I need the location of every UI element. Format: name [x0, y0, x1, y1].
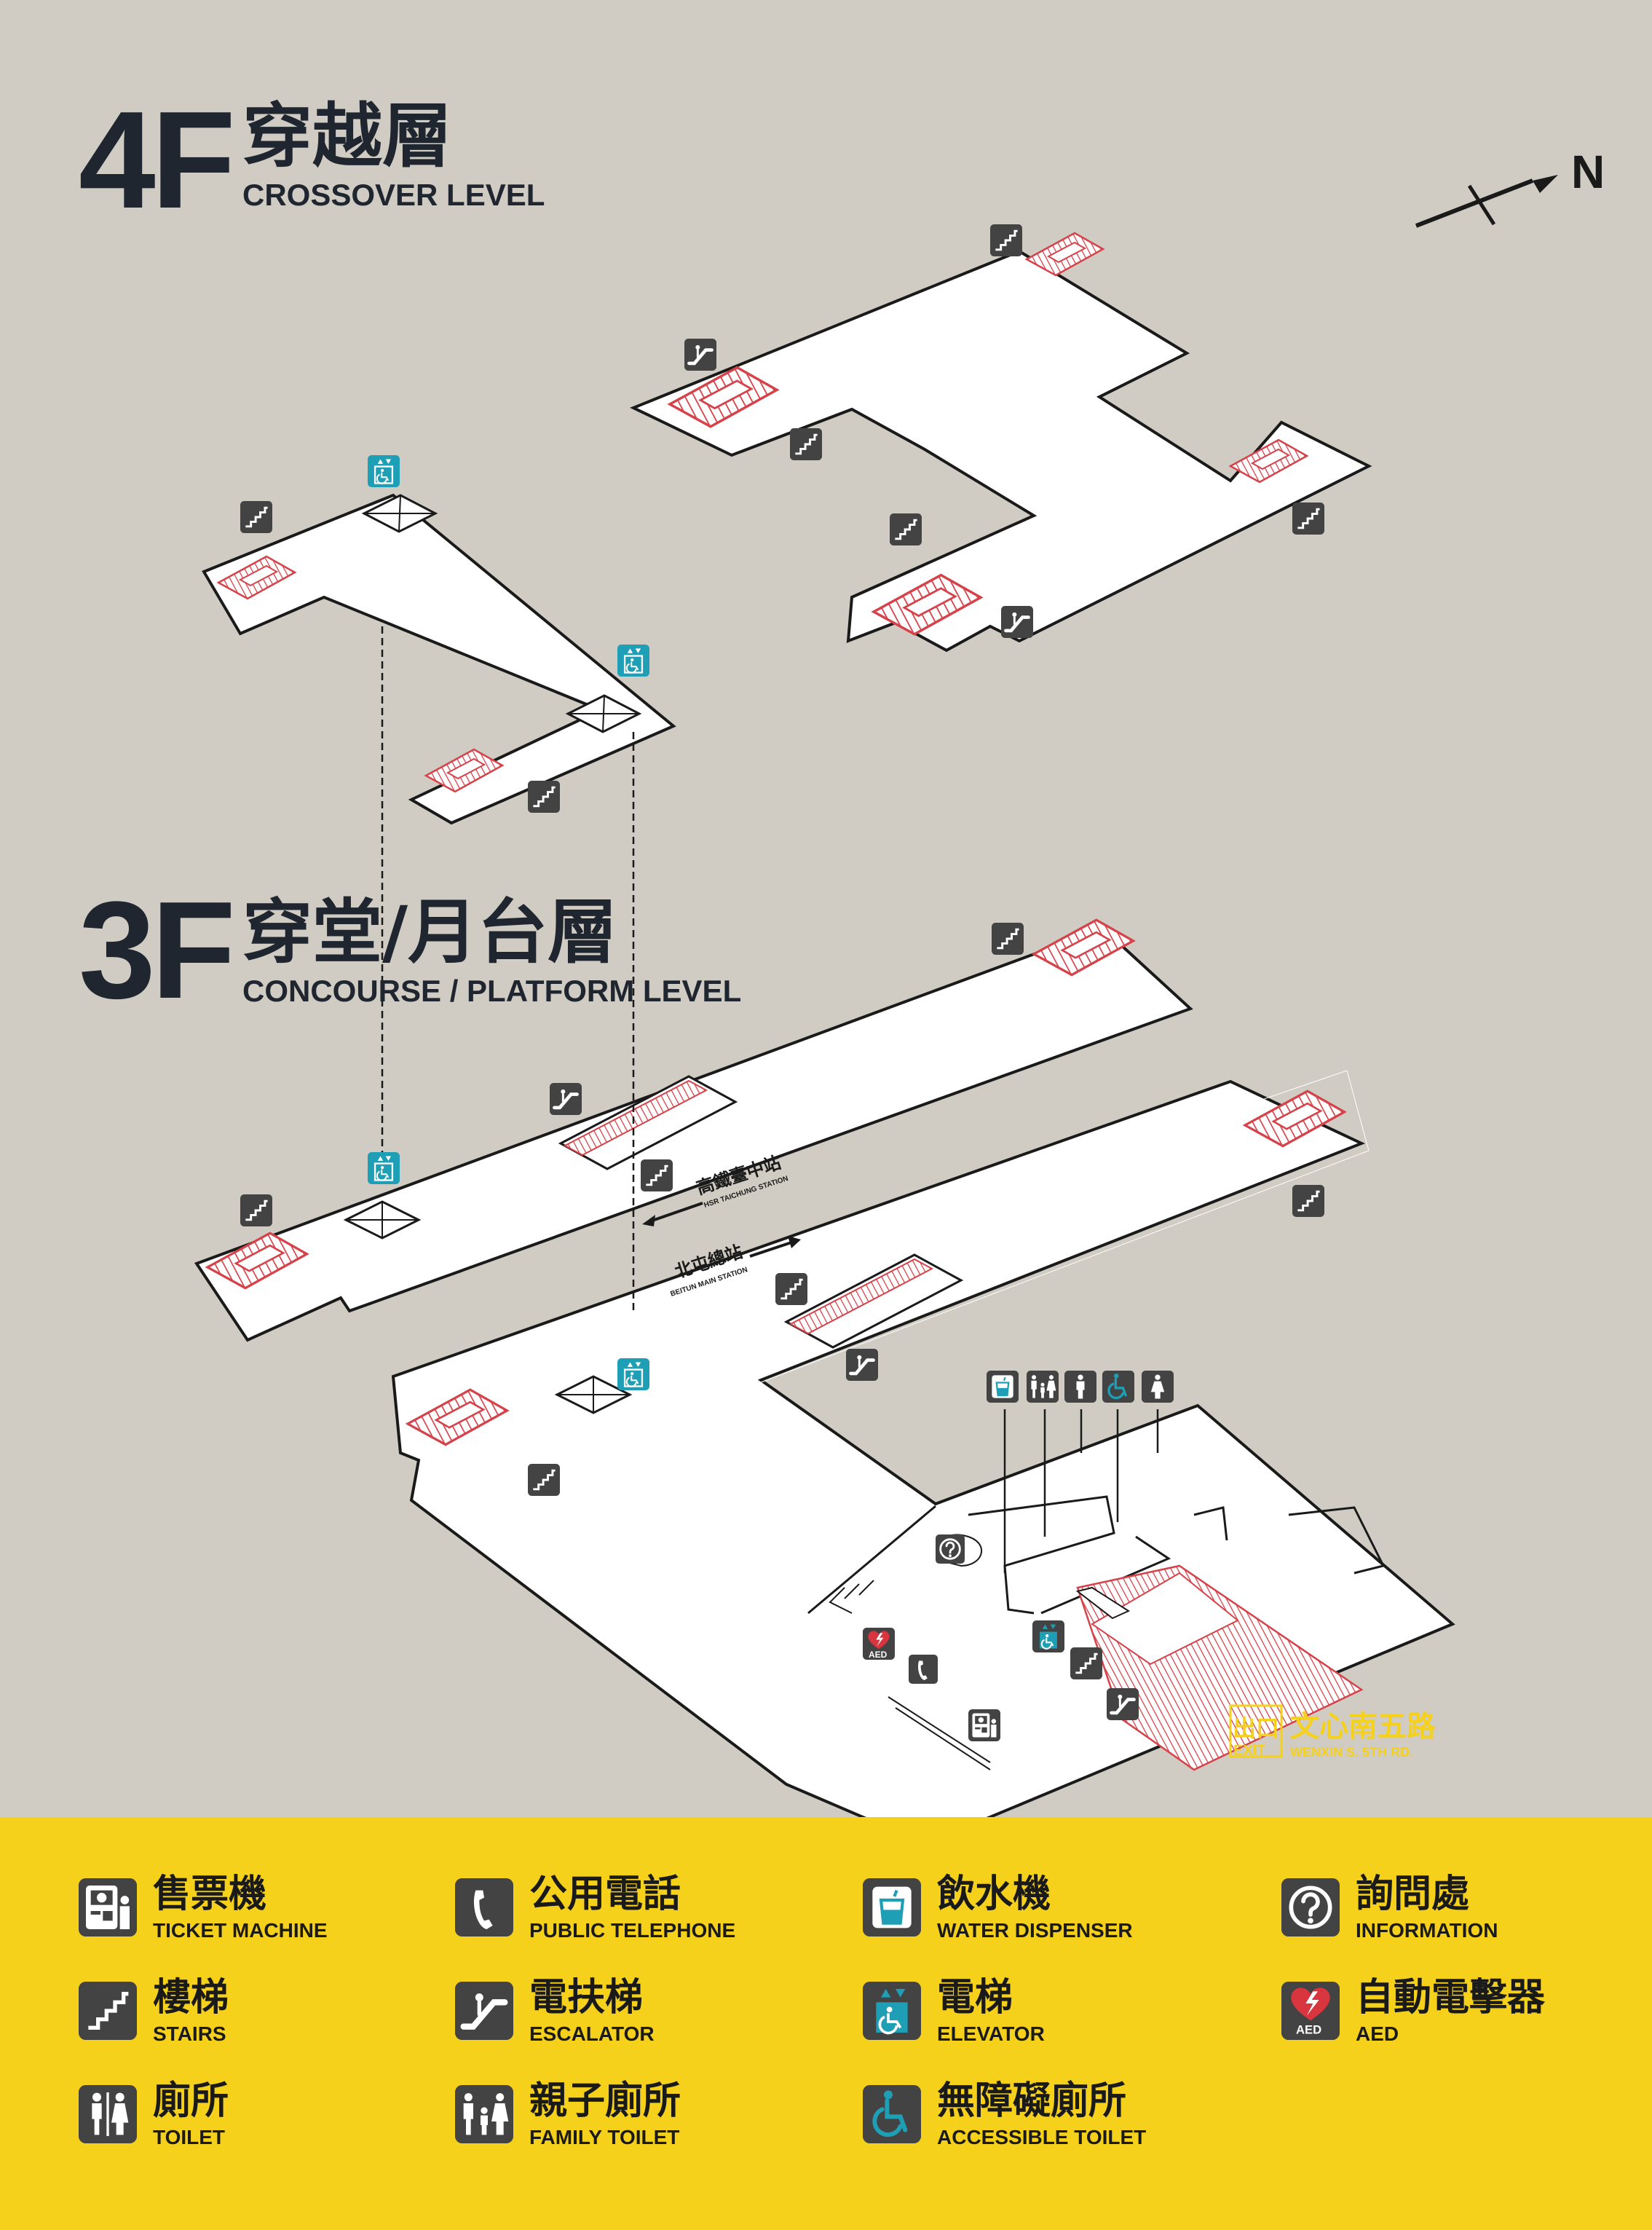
- stairs-icon: [528, 781, 560, 813]
- north-label: N: [1571, 146, 1605, 198]
- male-toilet-icon: [1064, 1371, 1096, 1403]
- toilet-icon: [79, 2085, 137, 2143]
- legend-label-zh: 售票機: [153, 1872, 267, 1916]
- aed-legend-text: AED: [1296, 2023, 1321, 2037]
- elevator-icon: [368, 1152, 400, 1184]
- family-toilet-icon: [1027, 1371, 1059, 1403]
- legend-label-en: INFORMATION: [1356, 1919, 1498, 1942]
- exit-road-zh: 文心南五路: [1290, 1710, 1436, 1744]
- family-toilet-icon: [455, 2085, 513, 2143]
- legend-label-en: ESCALATOR: [529, 2022, 655, 2045]
- accessible-toilet-icon: [863, 2085, 921, 2143]
- escalator-icon: [684, 339, 716, 371]
- stairs-icon: [775, 1273, 807, 1305]
- elevator-icon: [863, 1982, 921, 2040]
- information-icon: [1281, 1878, 1340, 1937]
- legend-item-information: 詢問處 INFORMATION: [1281, 1868, 1652, 1948]
- map-pictograms: AED: [240, 224, 1324, 1741]
- legend-label-zh: 自動電擊器: [1356, 1976, 1546, 2020]
- north-arrow: N: [1415, 146, 1605, 228]
- legend-label-en: ACCESSIBLE TOILET: [937, 2126, 1147, 2148]
- level-4f-drawing: [202, 232, 1372, 825]
- stairs-icon: [79, 1982, 137, 2040]
- legend-label-en: STAIRS: [153, 2022, 226, 2045]
- exit-sign: 出口 EXIT 文心南五路 WENXIN S. 5TH RD.: [1229, 1704, 1436, 1760]
- station-map: N 高鐵臺中站 HSR TAICHUNG STATION 北屯總站 BEITUN…: [79, 83, 1605, 1873]
- map-drawing: N 高鐵臺中站 HSR TAICHUNG STATION 北屯總站 BEITUN…: [194, 146, 1605, 1873]
- legend-label-zh: 公用電話: [529, 1872, 681, 1916]
- level-4f-name-en: CROSSOVER LEVEL: [242, 178, 545, 212]
- legend-label-en: AED: [1356, 2022, 1399, 2045]
- telephone-icon: [455, 1878, 513, 1937]
- level-4f-number: 4F: [79, 83, 236, 237]
- level-3f-name-zh: 穿堂/月台層: [242, 891, 618, 973]
- escalator-icon: [550, 1083, 582, 1115]
- elevator-icon: [617, 1358, 649, 1390]
- legend-label-zh: 詢問處: [1356, 1872, 1470, 1916]
- stairs-icon: [990, 224, 1022, 256]
- information-icon: [936, 1534, 965, 1564]
- exit-box-en: EXIT: [1233, 1743, 1265, 1759]
- ticket-machine-icon: [968, 1709, 1000, 1741]
- elevator-icon: [1032, 1620, 1064, 1652]
- accessible-toilet-icon: [1102, 1371, 1134, 1403]
- legend-item-ticket-machine: 售票機 TICKET MACHINE: [79, 1868, 457, 1948]
- stairs-icon: [992, 923, 1024, 955]
- legend-label-en: TOILET: [153, 2126, 226, 2148]
- elevator-icon: [368, 455, 400, 487]
- water-dispenser-icon: [987, 1371, 1019, 1403]
- stairs-icon: [1292, 503, 1324, 535]
- elevator-link-lines: [381, 626, 635, 1311]
- stairs-icon: [1070, 1647, 1102, 1679]
- female-toilet-icon: [1142, 1371, 1174, 1403]
- legend: 售票機 TICKET MACHINE 公用電話 PUBLIC TELEPHONE…: [0, 1817, 1652, 2230]
- stairs-icon: [790, 428, 822, 460]
- ticket-machine-icon: [79, 1878, 137, 1937]
- legend-label-zh: 廁所: [153, 2079, 229, 2123]
- legend-item-water-dispenser: 飲水機 WATER DISPENSER: [863, 1868, 1241, 1948]
- level-4f-name-zh: 穿越層: [242, 95, 452, 177]
- escalator-icon: [455, 1982, 513, 2040]
- legend-item-toilet: 廁所 TOILET: [79, 2075, 457, 2155]
- legend-item-accessible-toilet: 無障礙廁所 ACCESSIBLE TOILET: [863, 2075, 1241, 2155]
- stairs-icon: [890, 513, 922, 545]
- escalator-icon: [1107, 1688, 1139, 1720]
- stairs-icon: [528, 1464, 560, 1496]
- legend-item-escalator: 電扶梯 ESCALATOR: [455, 1971, 834, 2052]
- legend-label-zh: 電扶梯: [529, 1976, 644, 2020]
- water-dispenser-icon: [863, 1878, 921, 1937]
- aed-icon: AED: [1281, 1982, 1340, 2040]
- legend-label-zh: 無障礙廁所: [937, 2079, 1127, 2123]
- legend-item-aed: AED 自動電擊器 AED: [1281, 1971, 1652, 2052]
- legend-label-zh: 飲水機: [937, 1872, 1051, 1916]
- level-3f-drawing: [194, 920, 1455, 1873]
- elevator-icon: [617, 645, 649, 677]
- legend-item-telephone: 公用電話 PUBLIC TELEPHONE: [455, 1868, 834, 1948]
- legend-label-zh: 電梯: [937, 1976, 1013, 2020]
- exit-road-en: WENXIN S. 5TH RD.: [1290, 1745, 1413, 1760]
- legend-label-en: WATER DISPENSER: [937, 1919, 1133, 1942]
- stairs-icon: [641, 1159, 673, 1191]
- level-3f-name-en: CONCOURSE / PLATFORM LEVEL: [242, 974, 742, 1008]
- exit-box-zh: 出口: [1233, 1714, 1279, 1742]
- legend-item-family-toilet: 親子廁所 FAMILY TOILET: [455, 2075, 834, 2155]
- level-3f-number: 3F: [79, 873, 236, 1028]
- legend-label-en: ELEVATOR: [937, 2022, 1045, 2045]
- legend-label-en: FAMILY TOILET: [529, 2126, 680, 2148]
- aed-icon-text: AED: [869, 1650, 888, 1660]
- stairs-icon: [240, 1194, 272, 1226]
- legend-label-zh: 樓梯: [153, 1976, 229, 2020]
- stairs-icon: [240, 501, 272, 533]
- telephone-icon: [909, 1655, 938, 1684]
- legend-label-en: PUBLIC TELEPHONE: [529, 1919, 736, 1942]
- legend-label-en: TICKET MACHINE: [153, 1919, 328, 1942]
- escalator-icon: [1001, 606, 1033, 638]
- legend-item-stairs: 樓梯 STAIRS: [79, 1971, 457, 2052]
- stairs-icon: [1292, 1185, 1324, 1217]
- legend-item-elevator: 電梯 ELEVATOR: [863, 1971, 1241, 2052]
- escalator-icon: [846, 1349, 878, 1381]
- legend-label-zh: 親子廁所: [529, 2079, 681, 2123]
